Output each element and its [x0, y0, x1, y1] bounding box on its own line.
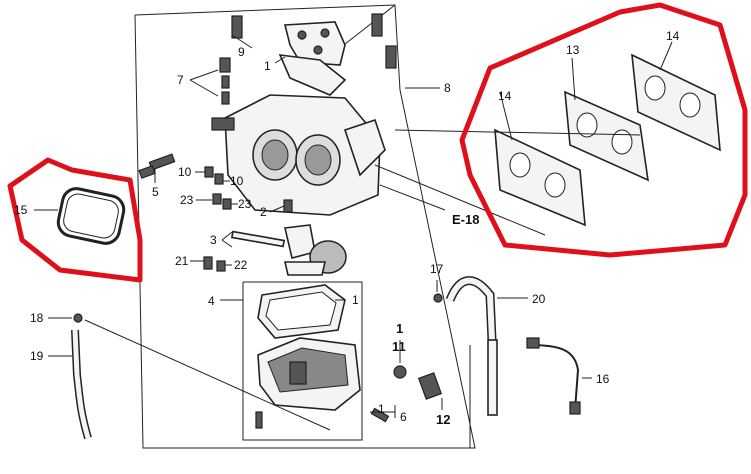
insulator-plate-13 — [564, 90, 650, 182]
float-chamber-gasket — [257, 284, 346, 339]
callout-2: 2 — [260, 205, 267, 219]
gasket-15 — [34, 187, 126, 245]
callout-16: 16 — [596, 372, 610, 386]
callout-14: 14 — [666, 29, 680, 43]
carburetor-body — [211, 94, 386, 216]
callout-12: 12 — [436, 412, 450, 427]
insulator-gasket-14-front — [494, 128, 586, 227]
callout-20: 20 — [532, 292, 546, 306]
reference-e18: E-18 — [452, 212, 479, 227]
callout-8: 8 — [444, 81, 451, 95]
callout-3: 3 — [210, 233, 217, 247]
callout-4: 4 — [208, 294, 215, 308]
callout-23: 23 — [238, 197, 252, 211]
callout-19: 19 — [30, 349, 44, 363]
callout-7: 7 — [177, 73, 184, 87]
float-chamber — [255, 337, 390, 429]
float-chamber-frame — [220, 281, 363, 441]
highlight-insulator-set — [459, 2, 748, 258]
callout-22: 22 — [234, 258, 248, 272]
callout-18: 18 — [30, 311, 44, 325]
sensor-wire — [526, 337, 592, 415]
callout-15: 15 — [14, 203, 28, 217]
callout-1: 1 — [264, 59, 271, 73]
callout-17: 17 — [430, 262, 444, 276]
fuel-hose — [433, 276, 528, 416]
callout-1: 1 — [352, 293, 359, 307]
callout-21: 21 — [175, 254, 189, 268]
top-cover-plate — [231, 13, 397, 96]
choke-assembly — [230, 224, 347, 276]
callout-6: 6 — [400, 410, 407, 424]
callout-9: 9 — [238, 45, 245, 59]
insulator-gasket-14-rear — [631, 53, 721, 152]
callout-10: 10 — [178, 165, 192, 179]
highlight-gasket-15 — [7, 157, 143, 283]
throttle-screws — [203, 256, 226, 272]
main-assembly-frame — [134, 4, 476, 449]
callout-1: 1 — [378, 402, 385, 416]
drain-screw — [393, 340, 443, 400]
callout-23: 23 — [180, 193, 194, 207]
callout-5: 5 — [152, 185, 159, 199]
callout-labels: 9 1 7 8 10 10 23 23 2 5 15 3 21 22 4 1 1… — [14, 29, 680, 427]
leader-lines — [154, 34, 673, 418]
callout-13: 13 — [566, 43, 580, 57]
callout-1: 1 — [396, 321, 403, 336]
callout-14: 14 — [498, 89, 512, 103]
jet-set — [219, 57, 231, 105]
breather-tube — [48, 313, 331, 440]
callout-10: 10 — [230, 174, 244, 188]
callout-11: 11 — [392, 339, 406, 354]
